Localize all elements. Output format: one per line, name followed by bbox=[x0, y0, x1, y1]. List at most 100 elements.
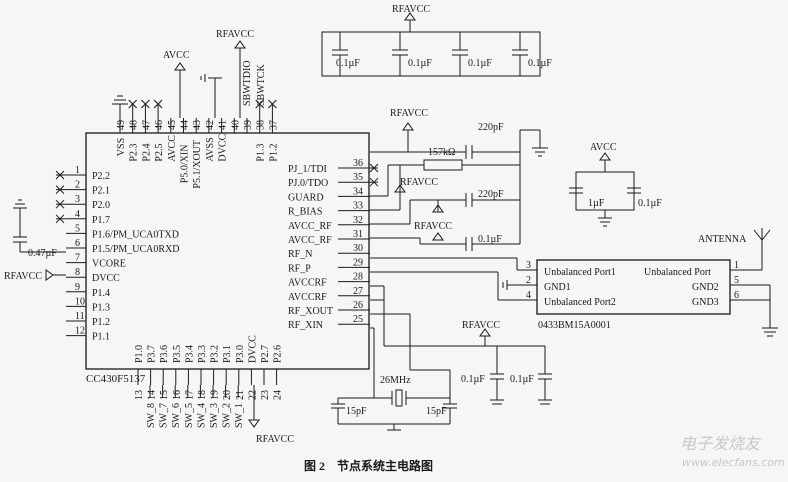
pin-name-right: R_BIAS bbox=[288, 207, 322, 218]
rfavcc-bank-label: RFAVCC bbox=[392, 4, 430, 15]
pin-name-left: P2.1 bbox=[92, 186, 110, 197]
balun-pin2: 2 bbox=[526, 275, 531, 286]
pin-number-left: 2 bbox=[75, 180, 80, 191]
mcu-name: CC430F5137 bbox=[86, 373, 146, 385]
pin-number-top: 41 bbox=[218, 120, 229, 130]
pin-number-left: 6 bbox=[75, 238, 80, 249]
pin-number-left: 8 bbox=[75, 267, 80, 278]
cap-r2-label: 220pF bbox=[478, 189, 504, 200]
bottom-pins: 13P1.014P3.715P3.616P3.517P3.418P3.319P3… bbox=[134, 335, 284, 400]
top-cap-label: 0.1µF bbox=[528, 58, 552, 69]
switch-label: SW_7 bbox=[159, 403, 170, 428]
pin-number-right: 31 bbox=[353, 229, 363, 240]
pin-name-bottom: P3.7 bbox=[147, 345, 158, 363]
pin-name-bottom: P3.5 bbox=[172, 345, 183, 363]
pin-number-right: 36 bbox=[353, 158, 363, 169]
top-cap-label: 0.1µF bbox=[468, 58, 492, 69]
pin-number-top: 48 bbox=[129, 120, 140, 130]
pin-number-bottom: 15 bbox=[159, 390, 170, 400]
pin-number-top: 39 bbox=[243, 120, 254, 130]
xtal-cap2-label: 15pF bbox=[426, 406, 447, 417]
pin-number-bottom: 21 bbox=[235, 390, 246, 400]
pin-name-top: P2.4 bbox=[141, 144, 152, 162]
pin-number-left: 4 bbox=[75, 209, 80, 220]
switch-label: SW_8 bbox=[146, 403, 157, 428]
figure-caption: 图 2 节点系统主电路图 bbox=[304, 458, 433, 473]
left-pins: 1P2.22P2.13P2.04P1.75P1.6/PM_UCA0TXD6P1.… bbox=[55, 165, 180, 343]
antenna-label: ANTENNA bbox=[698, 234, 747, 245]
balun-pin5: 5 bbox=[734, 275, 739, 286]
pin-number-bottom: 13 bbox=[134, 390, 145, 400]
pin-name-left: VCORE bbox=[92, 259, 126, 270]
rf-passives: RFAVCC 220pF 157kΩ RFAVCC 220pF bbox=[370, 108, 548, 251]
balun-pin6: 6 bbox=[734, 290, 739, 301]
pin-name-bottom: P3.0 bbox=[235, 345, 246, 363]
pin-number-top: 40 bbox=[230, 120, 241, 130]
balun-pin1: 1 bbox=[734, 260, 739, 271]
pin-number-left: 3 bbox=[75, 194, 80, 205]
pin-name-right: RF_XIN bbox=[288, 320, 323, 331]
pin-number-right: 32 bbox=[353, 215, 363, 226]
pin-number-right: 30 bbox=[353, 243, 363, 254]
pin-name-left: P1.6/PM_UCA0TXD bbox=[92, 229, 179, 240]
switch-label: SW_3 bbox=[209, 403, 220, 428]
pin-number-right: 28 bbox=[353, 272, 363, 283]
pin-number-top: 49 bbox=[116, 120, 127, 130]
pin-name-top: P1.3 bbox=[256, 144, 267, 162]
balun-body bbox=[536, 259, 731, 315]
antenna: ANTENNA bbox=[698, 228, 771, 270]
pin-number-right: 34 bbox=[353, 186, 363, 197]
pin-number-right: 26 bbox=[353, 300, 363, 311]
cap-r3-label: 0.1µF bbox=[478, 234, 502, 245]
balun-pin3: 3 bbox=[526, 260, 531, 271]
pin-name-right: AVCC_RF bbox=[288, 235, 332, 246]
pin-number-bottom: 16 bbox=[172, 390, 183, 400]
pin-number-right: 35 bbox=[353, 172, 363, 183]
pin-name-right: RF_XOUT bbox=[288, 306, 333, 317]
pin-name-top: AVSS bbox=[205, 137, 216, 161]
rfcap1-label: 0.1µF bbox=[461, 374, 485, 385]
pin-number-right: 33 bbox=[353, 201, 363, 212]
vcore-cap: 0.47µF bbox=[13, 199, 66, 259]
pin-name-bottom: P3.4 bbox=[184, 345, 195, 363]
rfavcc-bottom: RFAVCC bbox=[248, 385, 294, 445]
pin-number-left: 10 bbox=[75, 296, 85, 307]
crystal-circuit: 26MHz 15pF 15pF bbox=[331, 313, 457, 431]
pin-number-left: 12 bbox=[75, 326, 85, 337]
pin-name-bottom: P3.1 bbox=[222, 345, 233, 363]
switch-label: SW_2 bbox=[222, 403, 233, 428]
pin-name-bottom: P3.3 bbox=[197, 345, 208, 363]
balun-port-up1: Unbalanced Port1 bbox=[544, 267, 616, 278]
pin-number-top: 37 bbox=[268, 120, 279, 130]
rfavcc-top-label: RFAVCC bbox=[216, 29, 254, 40]
vcore-cap-label: 0.47µF bbox=[28, 248, 57, 259]
sbwtdio-label: SBWTDIO bbox=[242, 60, 253, 106]
pin-name-top: P2.3 bbox=[129, 144, 140, 162]
pin-name-right: AVCCRF bbox=[288, 278, 327, 289]
pin-name-left: P1.2 bbox=[92, 317, 110, 328]
avcc-pair-label: AVCC bbox=[590, 142, 617, 153]
pin-name-bottom: P1.0 bbox=[134, 345, 145, 363]
pin-number-top: 45 bbox=[167, 120, 178, 130]
pin-number-right: 29 bbox=[353, 257, 363, 268]
avcc-cap1-label: 1µF bbox=[588, 198, 605, 209]
pin-name-left: P1.5/PM_UCA0RXD bbox=[92, 244, 180, 255]
pin-name-bottom: DVCC bbox=[247, 335, 258, 363]
pin-name-top: P5.1/XOUT bbox=[192, 140, 203, 189]
pin-name-left: P1.1 bbox=[92, 332, 110, 343]
pin-name-right: PJ.0/TDO bbox=[288, 178, 328, 189]
avcc-cap2-label: 0.1µF bbox=[638, 198, 662, 209]
pin-name-top: P2.5 bbox=[154, 144, 165, 162]
pin-name-left: P2.2 bbox=[92, 171, 110, 182]
pin-number-right: 25 bbox=[353, 314, 363, 325]
cap-r1-label: 220pF bbox=[478, 122, 504, 133]
balun: Unbalanced Port1 GND1 Unbalanced Port2 U… bbox=[370, 257, 778, 337]
rfavcc-r2-label: RFAVCC bbox=[400, 177, 438, 188]
pin-name-left: P2.0 bbox=[92, 200, 110, 211]
pin-name-left: P1.4 bbox=[92, 288, 110, 299]
rfavcc-r4-label: RFAVCC bbox=[462, 320, 500, 331]
dvcc-rfavcc-left: RFAVCC bbox=[4, 269, 66, 282]
pin-number-bottom: 20 bbox=[222, 390, 233, 400]
pin-name-right: RF_P bbox=[288, 263, 311, 274]
